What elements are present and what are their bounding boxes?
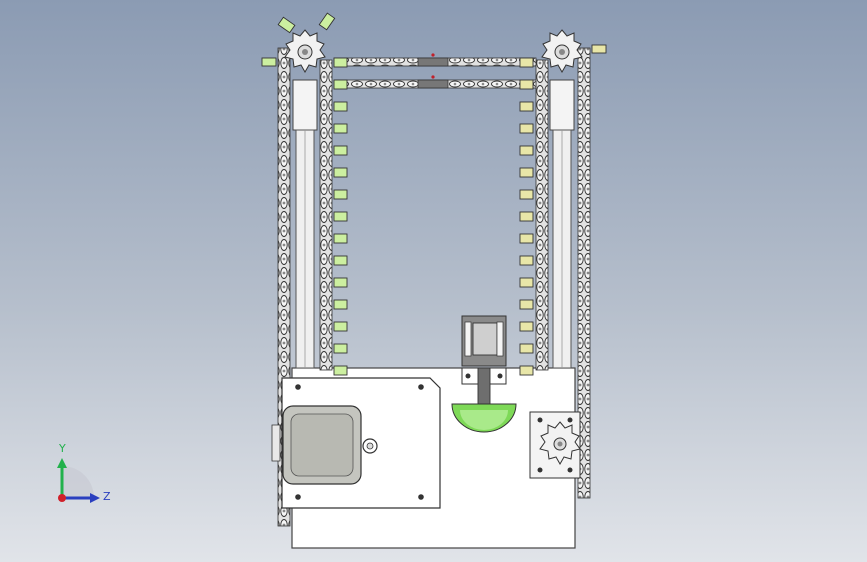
y-axis-label: Y bbox=[59, 442, 66, 455]
right-inner-chain[interactable] bbox=[535, 59, 549, 371]
left-chain-bracket[interactable] bbox=[333, 57, 348, 68]
left-chain-bracket[interactable] bbox=[333, 211, 348, 222]
left-inner-chain[interactable] bbox=[319, 59, 333, 371]
top-left-clamp-tilted-a[interactable] bbox=[277, 16, 296, 34]
left-chain-bracket[interactable] bbox=[333, 365, 348, 376]
right-chain-bracket[interactable] bbox=[519, 211, 534, 222]
top-right-clamp-side[interactable] bbox=[591, 44, 607, 54]
top-right-sprocket[interactable] bbox=[541, 29, 583, 74]
right-chain-bracket[interactable] bbox=[519, 277, 534, 288]
left-chain-bracket[interactable] bbox=[333, 233, 348, 244]
gear-motor[interactable] bbox=[282, 405, 378, 485]
left-bracket-column[interactable] bbox=[333, 57, 348, 376]
right-chain-bracket[interactable] bbox=[519, 321, 534, 332]
left-chain-bracket[interactable] bbox=[333, 343, 348, 354]
right-chain-bracket[interactable] bbox=[519, 189, 534, 200]
right-chain-bracket[interactable] bbox=[519, 101, 534, 112]
right-chain-bracket[interactable] bbox=[519, 79, 534, 90]
top-cross-bar-upper[interactable] bbox=[333, 53, 537, 67]
left-chain-bracket[interactable] bbox=[333, 101, 348, 112]
top-left-sprocket[interactable] bbox=[284, 29, 326, 74]
left-chain-bracket[interactable] bbox=[333, 321, 348, 332]
top-left-clamp-side[interactable] bbox=[261, 57, 277, 67]
right-chain-bracket[interactable] bbox=[519, 57, 534, 68]
triad-graphic bbox=[57, 458, 100, 503]
left-chain-bracket[interactable] bbox=[333, 145, 348, 156]
right-chain-bracket[interactable] bbox=[519, 233, 534, 244]
bottom-right-sprocket[interactable] bbox=[539, 421, 581, 466]
z-axis-label: Z bbox=[103, 490, 111, 503]
right-chain-bracket[interactable] bbox=[519, 167, 534, 178]
left-chain-bracket[interactable] bbox=[333, 189, 348, 200]
top-cross-bar-lower[interactable] bbox=[333, 75, 537, 89]
right-chain-bracket[interactable] bbox=[519, 365, 534, 376]
left-chain-bracket[interactable] bbox=[333, 299, 348, 310]
right-rail-column[interactable] bbox=[549, 79, 575, 369]
top-left-clamp-tilted-b[interactable] bbox=[318, 12, 336, 31]
left-chain-bracket[interactable] bbox=[333, 123, 348, 134]
right-chain-bracket[interactable] bbox=[519, 299, 534, 310]
right-chain-bracket[interactable] bbox=[519, 123, 534, 134]
right-bracket-column[interactable] bbox=[519, 57, 534, 376]
left-chain-bracket[interactable] bbox=[333, 79, 348, 90]
right-chain-bracket[interactable] bbox=[519, 255, 534, 266]
gripper-assembly[interactable] bbox=[461, 315, 507, 407]
coordinate-triad: Y Z bbox=[48, 438, 118, 508]
left-rail-column[interactable] bbox=[292, 79, 318, 369]
right-outer-chain[interactable] bbox=[577, 47, 591, 499]
left-chain-bracket[interactable] bbox=[333, 255, 348, 266]
right-chain-bracket[interactable] bbox=[519, 343, 534, 354]
green-guide-disk[interactable] bbox=[451, 403, 517, 433]
right-chain-bracket[interactable] bbox=[519, 145, 534, 156]
drive-gear-left[interactable] bbox=[271, 424, 281, 462]
x-axis-origin bbox=[58, 494, 66, 502]
left-chain-bracket[interactable] bbox=[333, 167, 348, 178]
left-chain-bracket[interactable] bbox=[333, 277, 348, 288]
